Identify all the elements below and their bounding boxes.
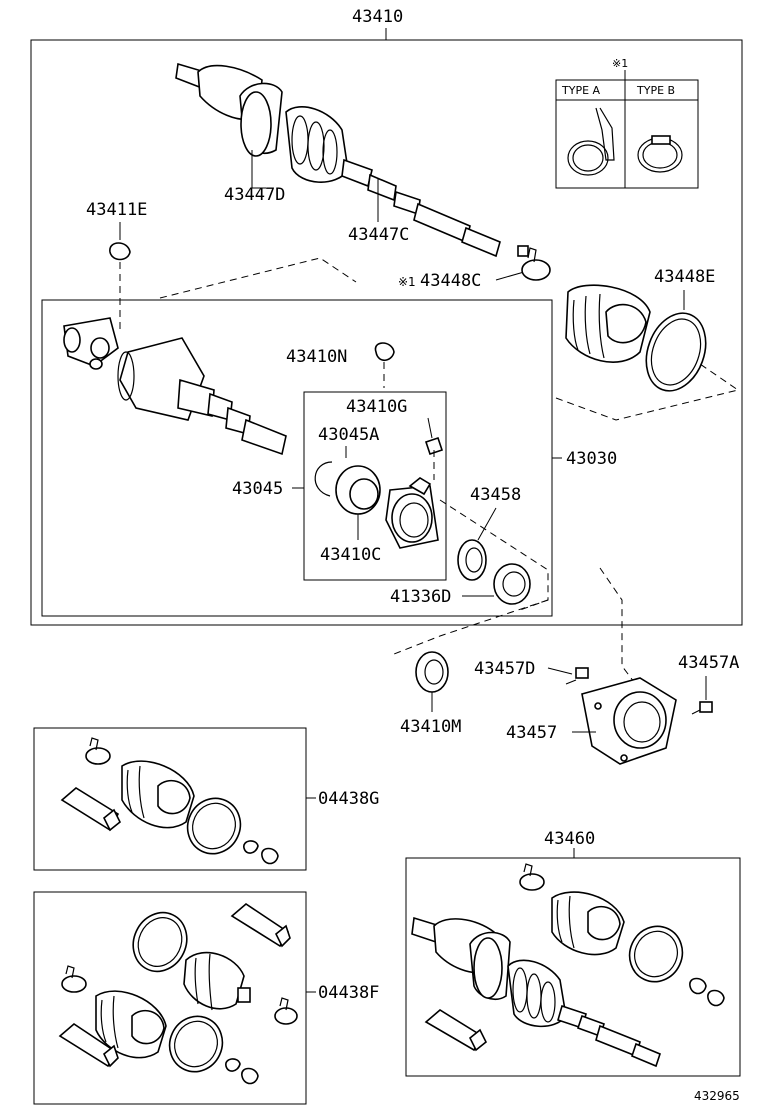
inboard-joint-shaft[interactable]: [117, 337, 287, 456]
label-43410M[interactable]: 43410M: [400, 717, 461, 737]
assembly-43460-parts: [411, 863, 725, 1068]
diagram-id: 432965: [694, 1089, 740, 1103]
type-b-label: TYPE B: [636, 84, 675, 97]
label-43411E[interactable]: 43411E: [86, 200, 147, 220]
label-43457D[interactable]: 43457D: [474, 659, 535, 679]
bracket-43457[interactable]: [581, 677, 677, 765]
guide-43457: [599, 567, 641, 691]
type-a-label: TYPE A: [561, 84, 601, 97]
boot-band-43448E[interactable]: [636, 305, 716, 399]
clip-04438G-a[interactable]: [243, 840, 259, 854]
leader-43458: [477, 507, 497, 541]
clamp-04438F-a[interactable]: [61, 965, 87, 993]
snap-ring-43045A[interactable]: [314, 461, 333, 497]
label-43045A[interactable]: 43045A: [318, 425, 379, 445]
bolt-43457D[interactable]: [565, 667, 589, 685]
label-43030[interactable]: 43030: [566, 449, 617, 469]
band-04438F-b[interactable]: [161, 1008, 232, 1081]
kit-04438F-parts: [58, 902, 298, 1085]
grease-04438F-b[interactable]: [58, 1022, 119, 1068]
tripod-joint[interactable]: [63, 317, 119, 370]
label-04438G[interactable]: 04438G: [318, 789, 379, 809]
clamp-type-note: ※1 TYPE A TYPE B: [555, 57, 699, 189]
leader-43447D: [251, 150, 266, 189]
clip-43460-a[interactable]: [689, 977, 707, 995]
label-43457[interactable]: 43457: [506, 723, 557, 743]
boot-43460[interactable]: [551, 891, 625, 956]
note-mark-1: ※1: [612, 57, 628, 70]
clamp-type-a-icon: [567, 107, 615, 176]
grease-04438G[interactable]: [60, 787, 122, 832]
drive-shaft-upper[interactable]: [175, 62, 529, 258]
snap-ring-43410N[interactable]: [374, 342, 395, 362]
label-41336D[interactable]: 41336D: [390, 587, 451, 607]
clamp-04438F-b[interactable]: [274, 997, 298, 1025]
bearing-bracket[interactable]: [385, 477, 439, 549]
band-04438F-a[interactable]: [124, 904, 196, 980]
label-43447D[interactable]: 43447D: [224, 185, 285, 205]
label-04438F[interactable]: 04438F: [318, 983, 379, 1003]
label-43410G[interactable]: 43410G: [346, 397, 407, 417]
kit-04438G-parts: [60, 737, 279, 865]
seal-41336D[interactable]: [493, 563, 531, 605]
boot-43448E[interactable]: [565, 284, 651, 363]
seal-43458[interactable]: [457, 539, 487, 581]
pin-43410G[interactable]: [424, 436, 444, 456]
boot-04438F-small[interactable]: [183, 951, 251, 1011]
boot-clamp-43448C[interactable]: [521, 247, 551, 281]
label-43410[interactable]: 43410: [352, 7, 403, 27]
kit-frame-04438G: [33, 727, 307, 871]
boot-04438F-large[interactable]: [95, 990, 167, 1059]
bearing-43410C[interactable]: [335, 465, 381, 515]
clip-04438F-b[interactable]: [241, 1067, 259, 1085]
label-43447C[interactable]: 43447C: [348, 225, 409, 245]
clip-43460-b[interactable]: [707, 989, 725, 1007]
guide-right: [555, 363, 740, 421]
clamp-43460[interactable]: [519, 863, 545, 891]
band-43460[interactable]: [621, 918, 692, 991]
label-43457A[interactable]: 43457A: [678, 653, 739, 673]
label-43458[interactable]: 43458: [470, 485, 521, 505]
snap-ring-43411E[interactable]: [109, 242, 131, 261]
drive-shaft-43460[interactable]: [411, 916, 661, 1068]
grease-04438F-a[interactable]: [230, 902, 291, 948]
boot-04438G[interactable]: [121, 760, 195, 829]
label-43045[interactable]: 43045: [232, 479, 283, 499]
label-43410C[interactable]: 43410C: [320, 545, 381, 565]
label-43448E[interactable]: 43448E: [654, 267, 715, 287]
clamp-type-b-icon: [637, 135, 683, 173]
guide-upper: [159, 257, 357, 299]
kit-frame-04438F: [33, 891, 307, 1105]
clip-04438G-b[interactable]: [261, 847, 279, 865]
label-43410N[interactable]: 43410N: [286, 347, 347, 367]
grease-43460[interactable]: [424, 1009, 488, 1052]
assembly-frame-43460: [405, 857, 741, 1077]
bolt-43457A[interactable]: [691, 701, 713, 715]
clip-04438F-a[interactable]: [225, 1058, 241, 1072]
note-mark-43448C: ※1: [398, 275, 416, 289]
leader-43410G: [427, 417, 433, 439]
leader-43457D: [547, 667, 573, 675]
label-43460[interactable]: 43460: [544, 829, 595, 849]
guide-43410M: [393, 599, 549, 655]
label-43448C[interactable]: 43448C: [420, 271, 481, 291]
sub-frame-43045: [303, 391, 447, 581]
guide-seal: [439, 499, 549, 611]
clamp-04438G[interactable]: [85, 737, 111, 765]
leader-43448C: [495, 271, 525, 281]
band-04438G[interactable]: [179, 790, 250, 863]
seal-43410M[interactable]: [415, 651, 449, 693]
